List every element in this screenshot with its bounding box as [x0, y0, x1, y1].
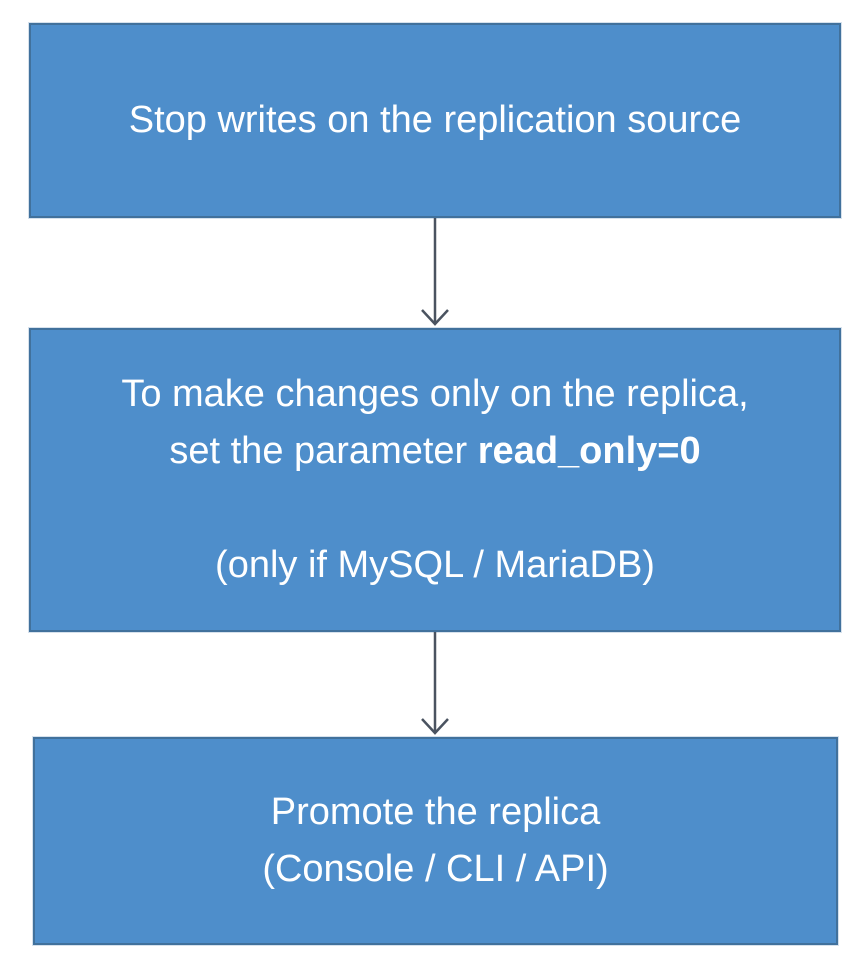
step-2-text-line2-normal: set the parameter — [169, 430, 478, 472]
step-2-text-line2: set the parameter read_only=0 — [169, 423, 700, 480]
down-arrow-2-icon — [421, 632, 449, 735]
step-3-text-line2: (Console / CLI / API) — [262, 848, 609, 890]
down-arrow-1-icon — [421, 218, 449, 326]
step-3-box: Promote the replica (Console / CLI / API… — [33, 737, 838, 945]
step-2-parameter-name: read_only=0 — [477, 430, 701, 472]
step-2-text-line1: To make changes only on the replica, — [121, 373, 749, 415]
step-1-box: Stop writes on the replication source — [29, 23, 841, 218]
step-2-box: To make changes only on the replica, set… — [29, 328, 841, 632]
step-2-text-line3: (only if MySQL / MariaDB) — [215, 544, 655, 586]
step-1-text: Stop writes on the replication source — [128, 99, 742, 141]
step-3-text-line1: Promote the replica — [270, 791, 601, 833]
